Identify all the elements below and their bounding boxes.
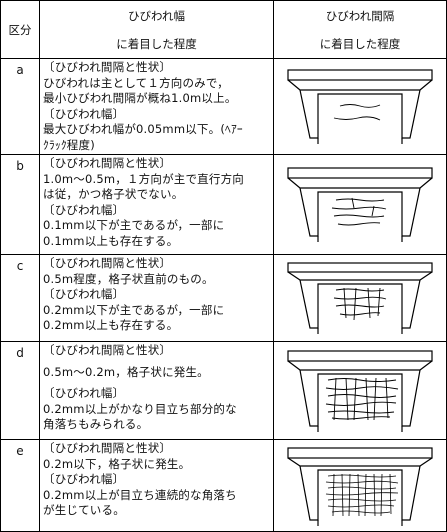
grade-cell: d [0,341,40,440]
text-line: 〔ひびわれ間隔と性状〕 [43,156,172,170]
grade-cell: c [0,254,40,342]
text-line: 〔ひびわれ間隔と性状〕 [43,343,172,357]
figure-cell [273,439,447,532]
text-line: 最大ひびわれ幅が0.05mm以下。(ﾍｱｰ [43,122,243,136]
crack-figure-c [287,262,433,334]
text-line: が生じている。 [43,503,125,517]
text-line: 〔ひびわれ間隔と性状〕 [43,256,172,270]
text-line: 〔ひびわれ幅〕 [43,287,125,301]
text-line: 1.0m～0.5m，１方向が主で直行方向 [43,171,244,186]
figure-cell [273,58,447,155]
header-width-line2: に着目した程度 [116,36,197,51]
figure-cell [273,341,447,440]
text-line: 〔ひびわれ幅〕 [43,106,125,121]
description-cell: 〔ひびわれ間隔と性状〕 0.5m～0.2m，格子状に発生。 〔ひびわれ幅〕 0.… [39,341,274,440]
text-line: 0.2mm以上が目立ち連続的な角落ち [43,487,237,502]
text-line: 〔ひびわれ間隔と性状〕 [43,60,172,74]
text-line: 0.5m～0.2m，格子状に発生。 [43,364,209,379]
header-row: 区分 ひびわれ幅 に着目した程度 ひびわれ間隔 に着目した程度 [0,0,447,59]
table-row: e 〔ひびわれ間隔と性状〕 0.2m以下，格子状に発生。 〔ひびわれ幅〕 0.2… [0,439,447,532]
text-line: 0.2mm以上も存在する。 [43,318,179,332]
description-cell: 〔ひびわれ間隔と性状〕 1.0m～0.5m，１方向が主で直行方向 は従，かつ格子… [39,154,274,255]
table-row: d 〔ひびわれ間隔と性状〕 0.5m～0.2m，格子状に発生。 〔ひびわれ幅〕 … [0,341,447,440]
header-grade: 区分 [0,0,40,59]
description-cell: 〔ひびわれ間隔と性状〕 0.5m程度，格子状直前のもの。 〔ひびわれ幅〕 0.2… [39,254,274,342]
text-line: 0.5m程度，格子状直前のもの。 [43,271,214,286]
header-spacing-line2: に着目した程度 [319,36,401,51]
text-line: 0.2mm以下が主であるが，一部に [43,302,225,317]
text-line: 〔ひびわれ幅〕 [43,202,125,217]
text-line: 〔ひびわれ幅〕 [43,386,125,400]
crack-figure-b [287,166,433,242]
figure-cell [273,154,447,255]
text-line: 最小ひびわれ間隔が概ね1.0m以上。 [43,91,237,105]
table-row: a 〔ひびわれ間隔と性状〕 ひびわれは主として１方向のみで， 最小ひびわれ間隔が… [0,58,447,155]
grade-cell: e [0,439,40,532]
grade-cell: a [0,58,40,155]
text-line: 〔ひびわれ間隔と性状〕 [43,441,172,455]
text-line: 角落ちもみられる。 [43,417,149,431]
description-cell: 〔ひびわれ間隔と性状〕 0.2m以下，格子状に発生。 〔ひびわれ幅〕 0.2mm… [39,439,274,532]
crack-figure-d [287,349,433,432]
crack-figure-e [287,446,433,526]
description-cell: 〔ひびわれ間隔と性状〕 ひびわれは主として１方向のみで， 最小ひびわれ間隔が概ね… [39,58,274,155]
grade-cell: b [0,154,40,255]
text-line: 〔ひびわれ幅〕 [43,472,125,486]
text-line: 0.1mm以下が主であるが，一部に [43,218,225,232]
header-width: ひびわれ幅 に着目した程度 [39,0,274,59]
crack-figure-a [287,68,433,144]
header-width-line1: ひびわれ幅 [128,8,185,23]
table-row: b 〔ひびわれ間隔と性状〕 1.0m～0.5m，１方向が主で直行方向 は従，かつ… [0,154,447,255]
table-row: c 〔ひびわれ間隔と性状〕 0.5m程度，格子状直前のもの。 〔ひびわれ幅〕 0… [0,254,447,342]
text-line: ひびわれは主として１方向のみで， [43,75,229,90]
figure-cell [273,254,447,342]
text-line: は従，かつ格子状でない。 [43,187,184,201]
header-spacing: ひびわれ間隔 に着目した程度 [273,0,447,59]
text-line: ｸﾗｯｸ程度) [43,137,95,152]
header-spacing-line1: ひびわれ間隔 [325,8,395,23]
text-line: 0.2m以下，格子状に発生。 [43,456,191,471]
text-line: 0.1mm以上も存在する。 [43,233,179,248]
text-line: 0.2mm以上がかなり目立ち部分的な [43,401,237,416]
